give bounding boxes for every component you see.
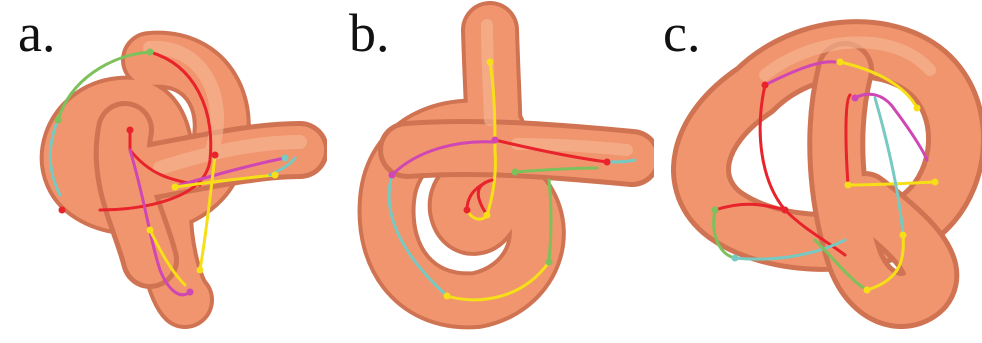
tube-highlight [143, 40, 307, 175]
curve-teal [733, 96, 905, 261]
knot-tube-figure-a [39, 30, 327, 329]
curve-magenta [763, 60, 929, 162]
panel-label-a: a. [18, 3, 56, 63]
panel-label-b: b. [349, 3, 390, 63]
curve-green [712, 208, 869, 292]
panel-b: b. [327, 0, 654, 343]
curve-red [465, 138, 609, 217]
tube-highlight [759, 36, 936, 81]
tube-segment [812, 46, 955, 324]
curve-node-markers [711, 58, 939, 294]
curve-yellow [445, 260, 551, 302]
knot-tube-figure-c [671, 19, 982, 329]
curve-yellow [148, 153, 277, 287]
curve-magenta [128, 148, 287, 297]
curve-magenta [390, 140, 497, 177]
panel-c: c. [655, 0, 982, 343]
tube-highlight [481, 19, 633, 156]
panel-label-c: c. [663, 3, 701, 63]
knot-tube-figure-b [357, 1, 654, 330]
curve-node-markers [54, 48, 289, 296]
panel-a: a. [0, 0, 327, 343]
curve-node-markers [388, 58, 611, 300]
curve-teal [48, 118, 62, 197]
curve-green [513, 166, 599, 264]
curve-yellow [838, 60, 937, 292]
curve-red [713, 83, 852, 257]
curve-green [56, 50, 152, 122]
